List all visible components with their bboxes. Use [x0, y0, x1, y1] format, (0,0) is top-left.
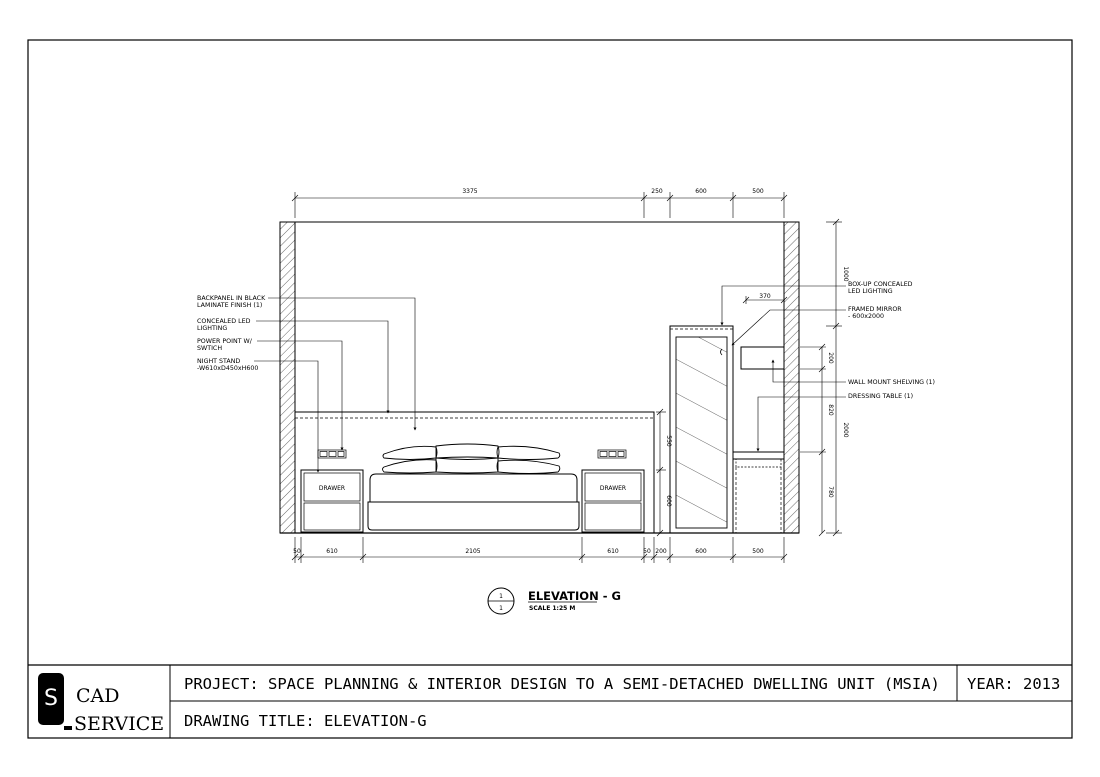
- svg-text:CONCEALED LED: CONCEALED LED: [197, 318, 251, 325]
- svg-text:NIGHT STAND: NIGHT STAND: [197, 358, 240, 365]
- svg-text:WALL MOUNT SHELVING (1): WALL MOUNT SHELVING (1): [848, 379, 935, 386]
- dim-bottom-610-left: 610: [326, 548, 338, 555]
- dim-nightstand-600: 600: [665, 495, 672, 507]
- logo-line-service: SERVICE: [74, 713, 164, 735]
- drawing-title-marker: 1 1 ELEVATION - G SCALE 1:25 M: [487, 587, 621, 615]
- dim-top-250: 250: [651, 188, 663, 195]
- framed-mirror: [669, 325, 734, 534]
- svg-text:BOX-UP CONCEALED: BOX-UP CONCEALED: [848, 281, 913, 288]
- dim-top-600: 600: [695, 188, 707, 195]
- bottom-dimension-lines: [291, 537, 788, 563]
- annotation-dressing-table: DRESSING TABLE (1): [848, 393, 913, 400]
- marker-number-bottom: 1: [499, 605, 503, 612]
- svg-text:- 600x2000: - 600x2000: [848, 313, 884, 320]
- power-point-right: [597, 449, 627, 459]
- right-annotation-leaders: [720, 285, 846, 452]
- top-dimension-lines: [291, 192, 788, 304]
- annotation-framed-mirror: FRAMED MIRROR - 600x2000: [848, 306, 902, 320]
- dim-shelf-370: 370: [759, 293, 771, 300]
- annotation-backpanel: BACKPANEL IN BLACK LAMINATE FINISH (1): [197, 295, 266, 309]
- dim-top-3375: 3375: [462, 188, 477, 195]
- dim-right-820: 820: [827, 404, 834, 416]
- annotation-wall-shelving: WALL MOUNT SHELVING (1): [848, 379, 935, 386]
- logo-letter: S: [44, 686, 58, 711]
- project-title: PROJECT: SPACE PLANNING & INTERIOR DESIG…: [184, 675, 940, 693]
- power-point-left: [317, 449, 347, 459]
- dim-right-2000: 2000: [842, 422, 849, 437]
- dim-right-1000: 1000: [842, 266, 849, 281]
- svg-text:LED LIGHTING: LED LIGHTING: [848, 288, 893, 295]
- left-annotation-leaders: [254, 297, 417, 473]
- svg-text:POWER POINT W/: POWER POINT W/: [197, 338, 253, 345]
- drawer-label-right: DRAWER: [600, 485, 626, 492]
- bed: [367, 473, 580, 531]
- dim-right-200: 200: [827, 352, 834, 364]
- scale-label: SCALE 1:25 M: [529, 605, 575, 612]
- left-wall: [279, 221, 296, 534]
- dim-bottom-200: 200: [655, 548, 667, 555]
- company-logo: S CAD SERVICE: [38, 673, 164, 735]
- dim-backpanel-550: 550: [665, 435, 672, 447]
- dim-top-500: 500: [752, 188, 764, 195]
- annotation-box-up-lighting: BOX-UP CONCEALED LED LIGHTING: [848, 281, 913, 295]
- right-dimension-lines: [656, 218, 842, 537]
- night-stand-right: DRAWER: [581, 469, 645, 533]
- backpanel: [294, 411, 655, 534]
- sheet-border: [27, 39, 1073, 739]
- svg-text:FRAMED MIRROR: FRAMED MIRROR: [848, 306, 902, 313]
- svg-text:LAMINATE FINISH (1): LAMINATE FINISH (1): [197, 302, 262, 309]
- pillows: [382, 443, 561, 474]
- svg-text:BACKPANEL IN BLACK: BACKPANEL IN BLACK: [197, 295, 266, 302]
- svg-text:DRESSING TABLE (1): DRESSING TABLE (1): [848, 393, 913, 400]
- dressing-table: [732, 451, 785, 533]
- dim-bottom-600: 600: [695, 548, 707, 555]
- svg-text:SWTICH: SWTICH: [197, 345, 222, 352]
- drawer-label-left: DRAWER: [319, 485, 345, 492]
- year-label: YEAR: 2013: [967, 675, 1060, 693]
- dim-bottom-610-right: 610: [607, 548, 619, 555]
- wall-mount-shelving: [740, 346, 785, 370]
- annotation-power-point: POWER POINT W/ SWTICH: [197, 338, 253, 352]
- night-stand-left: DRAWER: [300, 469, 364, 533]
- annotation-night-stand: NIGHT STAND -W610xD450xH600: [197, 358, 258, 372]
- elevation-title: ELEVATION - G: [528, 589, 621, 603]
- dim-right-780: 780: [827, 486, 834, 498]
- drawing-title: DRAWING TITLE: ELEVATION-G: [184, 712, 427, 730]
- dim-bottom-2105: 2105: [465, 548, 480, 555]
- dim-bottom-50-right: 50: [643, 548, 651, 555]
- dim-bottom-50-left: 50: [293, 548, 301, 555]
- marker-number-top: 1: [499, 593, 503, 600]
- logo-line-cad: CAD: [76, 685, 120, 707]
- svg-text:LIGHTING: LIGHTING: [197, 325, 227, 332]
- footer-title-block: [28, 664, 1072, 738]
- annotation-concealed-led: CONCEALED LED LIGHTING: [197, 318, 251, 332]
- right-wall: [783, 221, 800, 534]
- dim-bottom-500: 500: [752, 548, 764, 555]
- svg-text:-W610xD450xH600: -W610xD450xH600: [197, 365, 258, 372]
